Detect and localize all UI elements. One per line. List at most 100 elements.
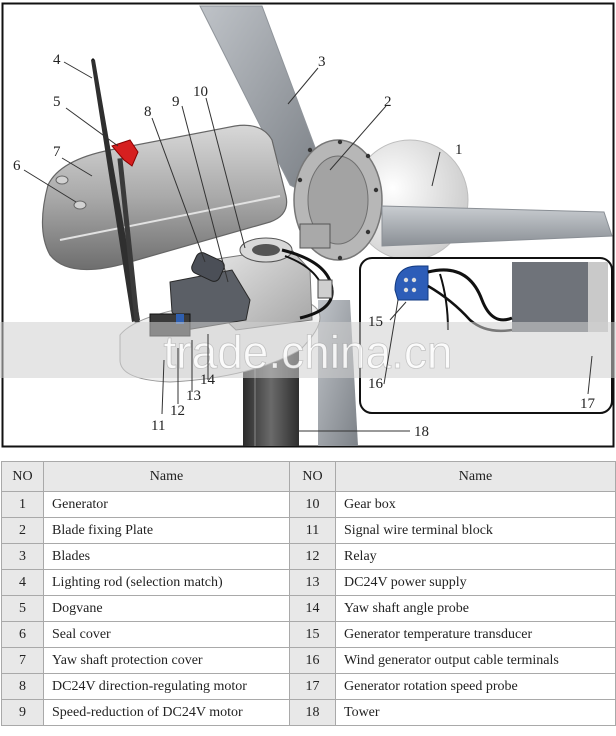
part-number: 6 <box>1 621 44 648</box>
cable-connector <box>317 279 333 299</box>
part-number: 16 <box>289 647 336 674</box>
inset-terminal-screw <box>411 287 417 293</box>
inset-terminal-screw <box>403 277 409 283</box>
table-row: 4 Lighting rod (selection match) 13 DC24… <box>1 569 616 596</box>
leader-line-1 <box>431 151 441 187</box>
leader-line-8 <box>151 117 206 263</box>
callout-16: 16 <box>368 376 384 392</box>
callout-2: 2 <box>384 94 392 110</box>
bolt <box>297 177 303 183</box>
part-name: Dogvane <box>43 595 290 622</box>
part-name: Lighting rod (selection match) <box>43 569 290 596</box>
part-name: Yaw shaft protection cover <box>43 647 290 674</box>
bolt <box>373 187 379 193</box>
header-no-left: NO <box>1 461 44 492</box>
bolt <box>307 147 313 153</box>
inset-cable <box>427 268 513 322</box>
part-number: 11 <box>289 517 336 544</box>
wind-turbine-diagram: trade.china.cn <box>0 2 616 448</box>
part-number: 9 <box>1 699 44 726</box>
callout-8: 8 <box>144 104 152 120</box>
callout-14: 14 <box>200 372 216 388</box>
inset-terminal-screw <box>403 287 409 293</box>
lighting-rod-tip <box>91 58 95 60</box>
callout-7: 7 <box>53 144 61 160</box>
leader-line-15 <box>389 301 407 321</box>
leader-line-7 <box>61 157 93 177</box>
leader-line-5 <box>65 107 119 147</box>
table-header-row: NO Name NO Name <box>1 461 616 492</box>
callout-6: 6 <box>13 158 21 174</box>
callout-1: 1 <box>455 142 463 158</box>
watermark-band <box>0 322 616 378</box>
callout-17: 17 <box>580 396 596 412</box>
yaw-probe-housing <box>299 223 331 249</box>
inset-generator-end <box>588 262 608 332</box>
callout-12: 12 <box>170 403 185 419</box>
inset-temperature-transducer <box>394 265 429 301</box>
part-number: 12 <box>289 543 336 570</box>
part-name: Blade fixing Plate <box>43 517 290 544</box>
part-number: 1 <box>1 491 44 518</box>
leader-line-10 <box>205 97 246 249</box>
part-number: 13 <box>289 569 336 596</box>
part-number: 18 <box>289 699 336 726</box>
part-number: 10 <box>289 491 336 518</box>
part-name: Generator <box>43 491 290 518</box>
part-name: DC24V power supply <box>335 569 616 596</box>
table-row: 1 Generator 10 Gear box <box>1 491 616 518</box>
part-name: Generator rotation speed probe <box>335 673 616 700</box>
callout-3: 3 <box>318 54 326 70</box>
watermark-text: trade.china.cn <box>164 326 453 378</box>
header-name-left: Name <box>43 461 290 492</box>
callout-11: 11 <box>151 418 165 434</box>
table-row: 2 Blade fixing Plate 11 Signal wire term… <box>1 517 616 544</box>
callout-18: 18 <box>414 424 429 440</box>
callout-13: 13 <box>186 388 201 404</box>
diagram-canvas: trade.china.cn <box>0 2 616 448</box>
part-number: 5 <box>1 595 44 622</box>
table-row: 3 Blades 12 Relay <box>1 543 616 570</box>
leader-line-4 <box>63 61 93 79</box>
blade-right <box>381 205 613 247</box>
bolt <box>337 255 343 261</box>
part-number: 3 <box>1 543 44 570</box>
leader-line-11 <box>161 359 165 415</box>
part-name: Relay <box>335 543 616 570</box>
leader-line-9 <box>181 105 229 283</box>
callout-15: 15 <box>368 314 383 330</box>
seal-cover <box>55 175 69 185</box>
callout-4: 4 <box>53 52 61 68</box>
part-name: Tower <box>335 699 616 726</box>
part-name: Generator temperature transducer <box>335 621 616 648</box>
part-name: Seal cover <box>43 621 290 648</box>
part-number: 8 <box>1 673 44 700</box>
cover-highlight <box>59 195 281 241</box>
part-number: 2 <box>1 517 44 544</box>
inset-terminal-screw <box>411 277 417 283</box>
part-name: DC24V direction-regulating motor <box>43 673 290 700</box>
header-no-right: NO <box>289 461 336 492</box>
leader-line-2 <box>329 105 387 171</box>
part-number: 4 <box>1 569 44 596</box>
seal-cover-cap <box>73 200 87 210</box>
callout-5: 5 <box>53 94 61 110</box>
leader-line-6 <box>23 169 77 203</box>
relay-blue <box>176 314 184 324</box>
leader-line-16 <box>383 299 399 385</box>
part-name: Gear box <box>335 491 616 518</box>
bolt <box>365 153 371 159</box>
part-number: 7 <box>1 647 44 674</box>
yaw-shaft-protection-cover <box>41 124 288 271</box>
diagram-frame <box>1 2 615 448</box>
part-number: 15 <box>289 621 336 648</box>
callout-9: 9 <box>172 94 180 110</box>
part-name: Speed-reduction of DC24V motor <box>43 699 290 726</box>
part-number: 14 <box>289 595 336 622</box>
parts-table: NO Name NO Name 1 Generator 10 Gear box … <box>1 461 616 726</box>
hub-inner <box>307 155 369 245</box>
yaw-bearing-hole <box>252 244 280 256</box>
bolt <box>337 139 343 145</box>
table-row: 6 Seal cover 15 Generator temperature tr… <box>1 621 616 648</box>
